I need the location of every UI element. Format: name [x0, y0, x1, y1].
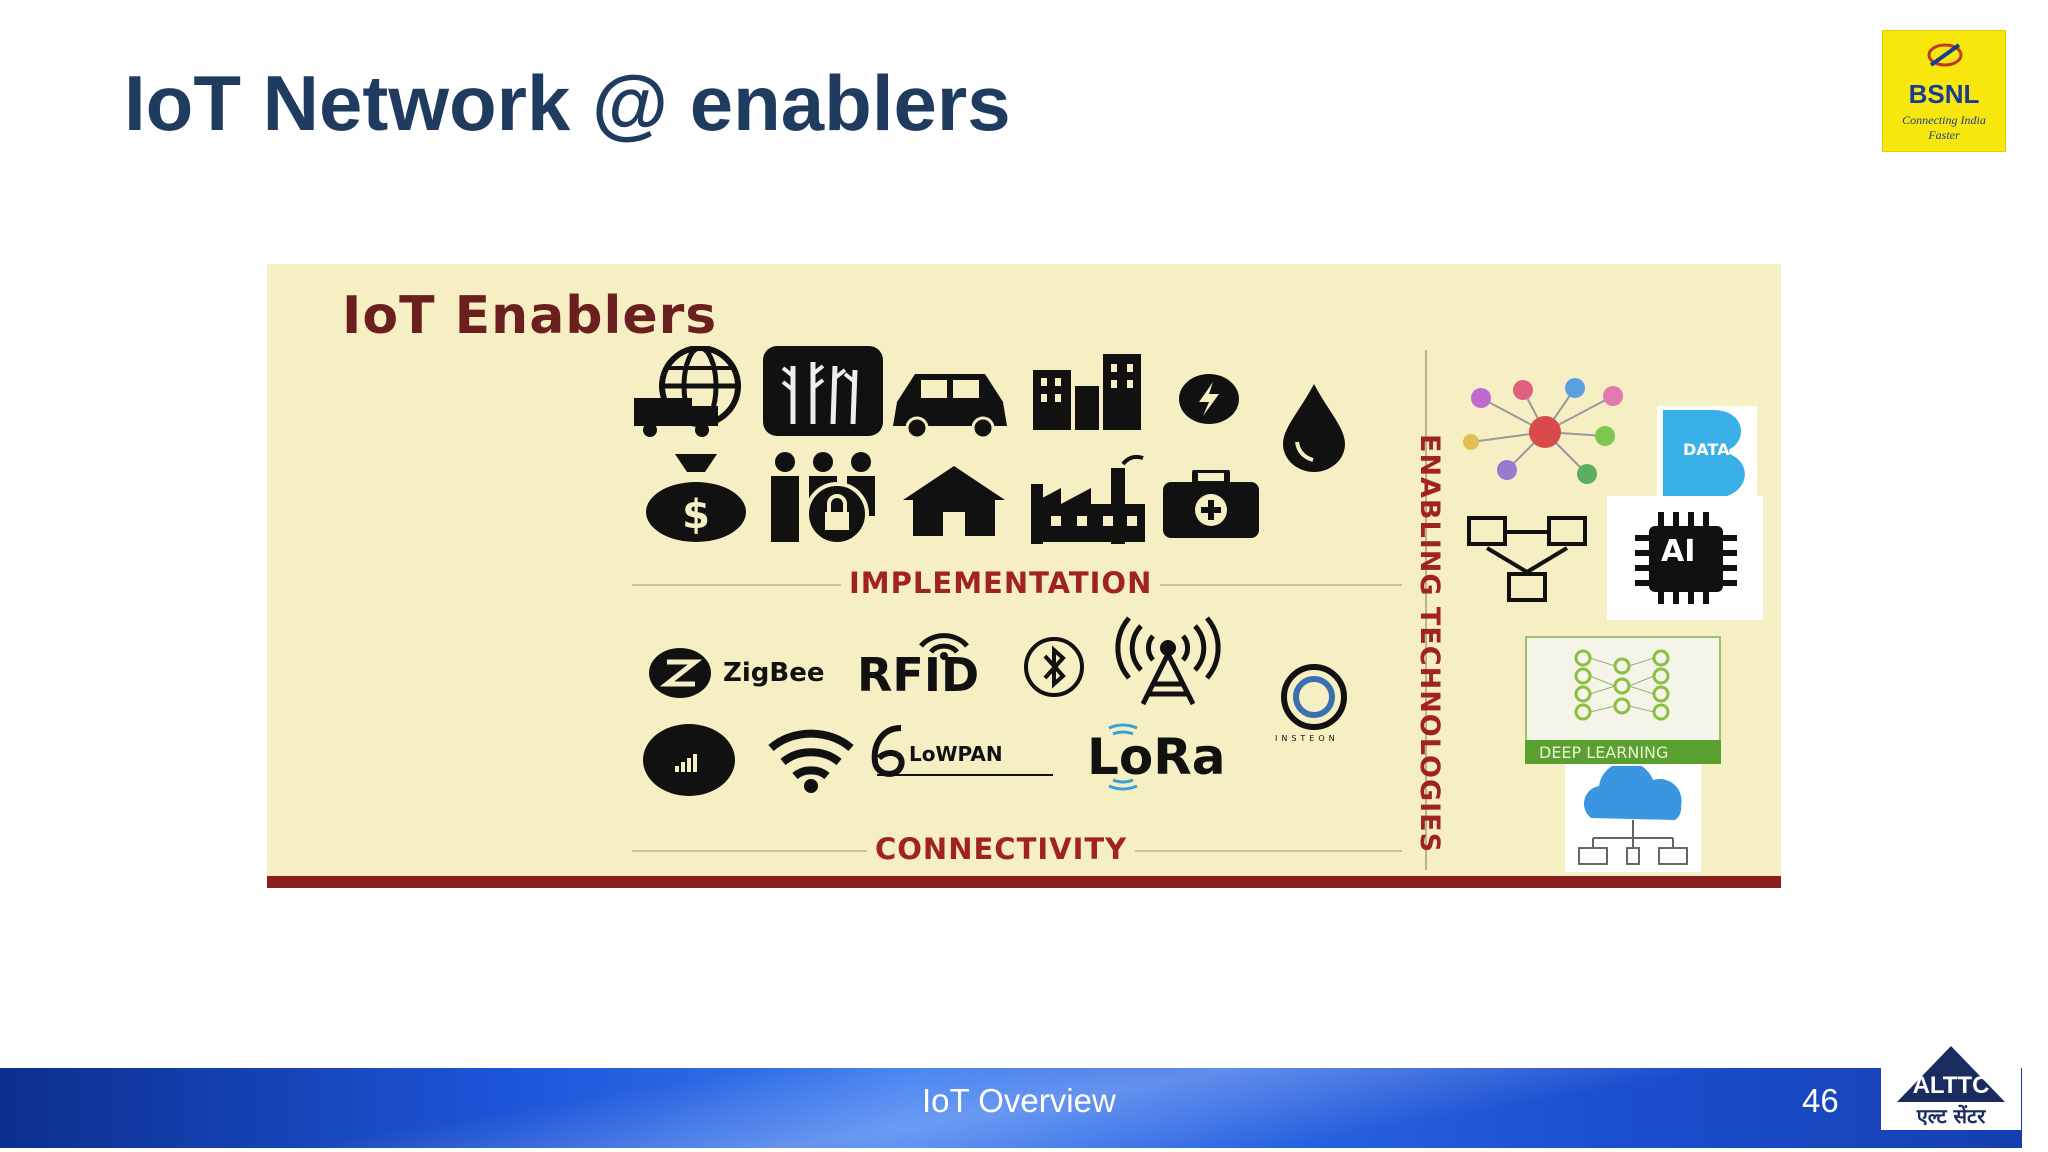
- cell-tower-icon: [1115, 616, 1221, 706]
- bsnl-emblem-icon: [1927, 43, 1963, 67]
- altc-logo-name: ALTTC: [1912, 1072, 1990, 1099]
- deep-learning-bar: [1525, 740, 1721, 764]
- healthcare-kit-icon: [1163, 470, 1259, 538]
- connectivity-label: CONNECTIVITY: [867, 832, 1136, 866]
- enabling-divider: [1425, 350, 1427, 870]
- altc-logo-hindi: एल्ट सेंटर: [1916, 1104, 1986, 1128]
- zigbee-label: ZigBee: [723, 658, 825, 688]
- energy-icon: [1179, 374, 1239, 424]
- water-drop-icon: [1283, 384, 1345, 472]
- bsnl-logo: BSNL Connecting India Faster: [1882, 30, 2006, 152]
- security-people-lock-icon: [771, 452, 875, 544]
- ai-label: AI: [1661, 534, 1696, 569]
- logistics-globe-icon: [634, 346, 741, 437]
- 6lowpan-logo-icon: [871, 725, 905, 777]
- cellular-signal-icon: [643, 724, 735, 796]
- neural-network-icon: [1574, 649, 1670, 721]
- bsnl-logo-tagline: Connecting India Faster: [1902, 113, 1986, 142]
- altc-triangle-icon: [1897, 1046, 2005, 1102]
- bluetooth-icon: [1024, 637, 1084, 697]
- enabling-technologies-label: ENABLING TECHNOLOGIES: [1414, 434, 1445, 854]
- slide-title: IoT Network @ enablers: [124, 59, 1011, 147]
- smart-city-icon: [1033, 354, 1141, 430]
- implementation-label: IMPLEMENTATION: [841, 566, 1161, 600]
- footer-title: IoT Overview: [922, 1082, 1116, 1119]
- 6lowpan-underline: [877, 774, 1053, 776]
- ai-chip-icon: [1635, 512, 1737, 604]
- zigbee-logo-icon: [649, 648, 711, 698]
- 6lowpan-label: LoWPAN: [909, 742, 1003, 766]
- agriculture-icon: [763, 346, 883, 436]
- car-icon: [893, 374, 1007, 440]
- big-data-b-icon: [1663, 410, 1745, 498]
- social-network-icon: [1463, 378, 1623, 484]
- big-data-label: DATA: [1683, 440, 1730, 459]
- insteon-label: INSTEON: [1275, 734, 1339, 743]
- altc-logo: ALTTC एल्ट सेंटर: [1881, 1040, 2021, 1130]
- deep-learning-label: DEEP LEARNING: [1539, 743, 1669, 762]
- finance-money-bag-icon: $: [646, 454, 746, 542]
- industry-factory-icon: [1031, 454, 1145, 544]
- footer-bar: [0, 1068, 2022, 1148]
- rfid-wave-icon: [919, 633, 969, 660]
- lora-wave-icon: [1108, 723, 1138, 791]
- svg-text:$: $: [682, 492, 710, 538]
- iot-enablers-figure: IoT Enablers $: [267, 264, 1781, 888]
- cloud-computing-icon: [1578, 766, 1688, 865]
- wifi-icon: [768, 729, 854, 793]
- lora-label: LoRa: [1087, 728, 1226, 786]
- figure-bottom-bar: [267, 876, 1781, 888]
- network-computers-icon: [1467, 516, 1587, 602]
- figure-title: IoT Enablers: [342, 286, 718, 346]
- bsnl-logo-name: BSNL: [1908, 79, 1980, 109]
- insteon-logo-icon: [1281, 664, 1347, 730]
- smart-home-icon: [903, 466, 1005, 536]
- rfid-label: RFID: [857, 648, 980, 702]
- page-number: 46: [1802, 1082, 1839, 1119]
